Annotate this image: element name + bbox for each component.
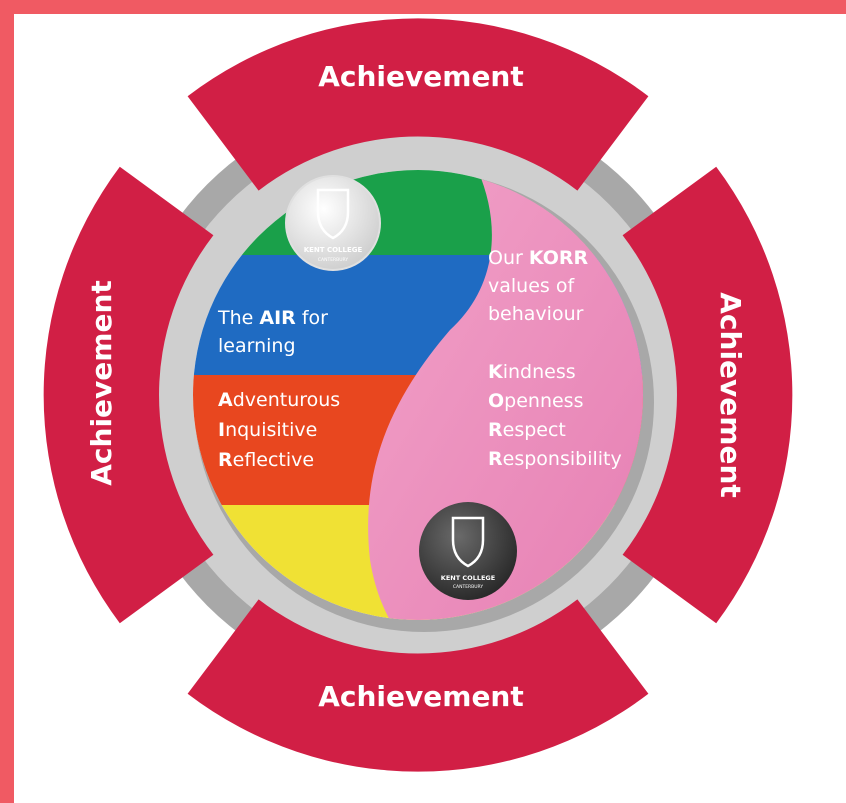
segment-top [187, 18, 649, 191]
badge-dark-name: KENT COLLEGE [441, 574, 495, 582]
air-heading-prefix: The [217, 307, 253, 329]
badge-light-place: CANTERBURY [318, 257, 349, 263]
badge-light-disc [285, 175, 381, 271]
korr-value-1-initial: K [488, 361, 504, 383]
korr-value-2-rest: penness [504, 390, 583, 412]
korr-value-4-rest: esponsibility [503, 448, 622, 470]
korr-value-3-rest: espect [503, 419, 566, 441]
air-heading-line2: learning [218, 335, 296, 357]
segment-left [43, 166, 214, 624]
korr-heading-prefix: Our [488, 247, 523, 269]
air-value-2-rest: nquisitive [225, 419, 317, 441]
korr-heading: Our KORR [488, 247, 589, 269]
achievement-wheel: Achievement Achievement Achievement Achi… [43, 18, 793, 772]
air-value-1-rest: dventurous [233, 389, 341, 411]
segment-left-label: Achievement [85, 280, 118, 486]
air-heading-suffix: for [302, 307, 328, 329]
korr-heading-keyword: KORR [529, 247, 589, 269]
kent-college-badge-light: KENT COLLEGE CANTERBURY [285, 175, 381, 271]
korr-value-3-initial: R [488, 419, 503, 441]
badge-light-shield-icon [316, 188, 350, 240]
korr-value-3: Respect [488, 419, 566, 441]
air-heading-keyword: AIR [259, 307, 296, 329]
air-value-2: Inquisitive [218, 419, 317, 441]
badge-dark-disc [419, 502, 517, 600]
air-block: The AIR for learning Adventurous Inquisi… [217, 307, 340, 471]
segment-bottom-label: Achievement [318, 680, 524, 713]
air-value-1-initial: A [218, 389, 233, 411]
segment-right-label: Achievement [714, 292, 747, 498]
air-heading: The AIR for [217, 307, 328, 329]
diagram-canvas: Achievement Achievement Achievement Achi… [14, 14, 846, 803]
air-value-2-initial: I [218, 419, 225, 441]
badge-light-name: KENT COLLEGE [304, 246, 363, 254]
segment-right [622, 166, 793, 624]
air-value-1: Adventurous [218, 389, 340, 411]
air-value-3: Reflective [218, 449, 314, 471]
korr-value-4-initial: R [488, 448, 503, 470]
badge-dark-place: CANTERBURY [453, 584, 484, 590]
segment-top-label: Achievement [318, 60, 524, 93]
korr-value-2-initial: O [488, 390, 504, 412]
segment-bottom [187, 599, 649, 772]
korr-heading-line2: values of [488, 275, 575, 297]
air-value-3-initial: R [218, 449, 233, 471]
kent-college-badge-dark: KENT COLLEGE CANTERBURY [419, 502, 517, 600]
korr-value-1-rest: indness [503, 361, 576, 383]
korr-value-4: Responsibility [488, 448, 622, 470]
korr-value-1: Kindness [488, 361, 576, 383]
korr-value-2: Openness [488, 390, 583, 412]
badge-dark-shield-icon [451, 516, 485, 568]
korr-heading-line3: behaviour [488, 303, 584, 325]
air-value-3-rest: eflective [233, 449, 314, 471]
korr-block: Our KORR values of behaviour Kindness Op… [488, 247, 622, 470]
